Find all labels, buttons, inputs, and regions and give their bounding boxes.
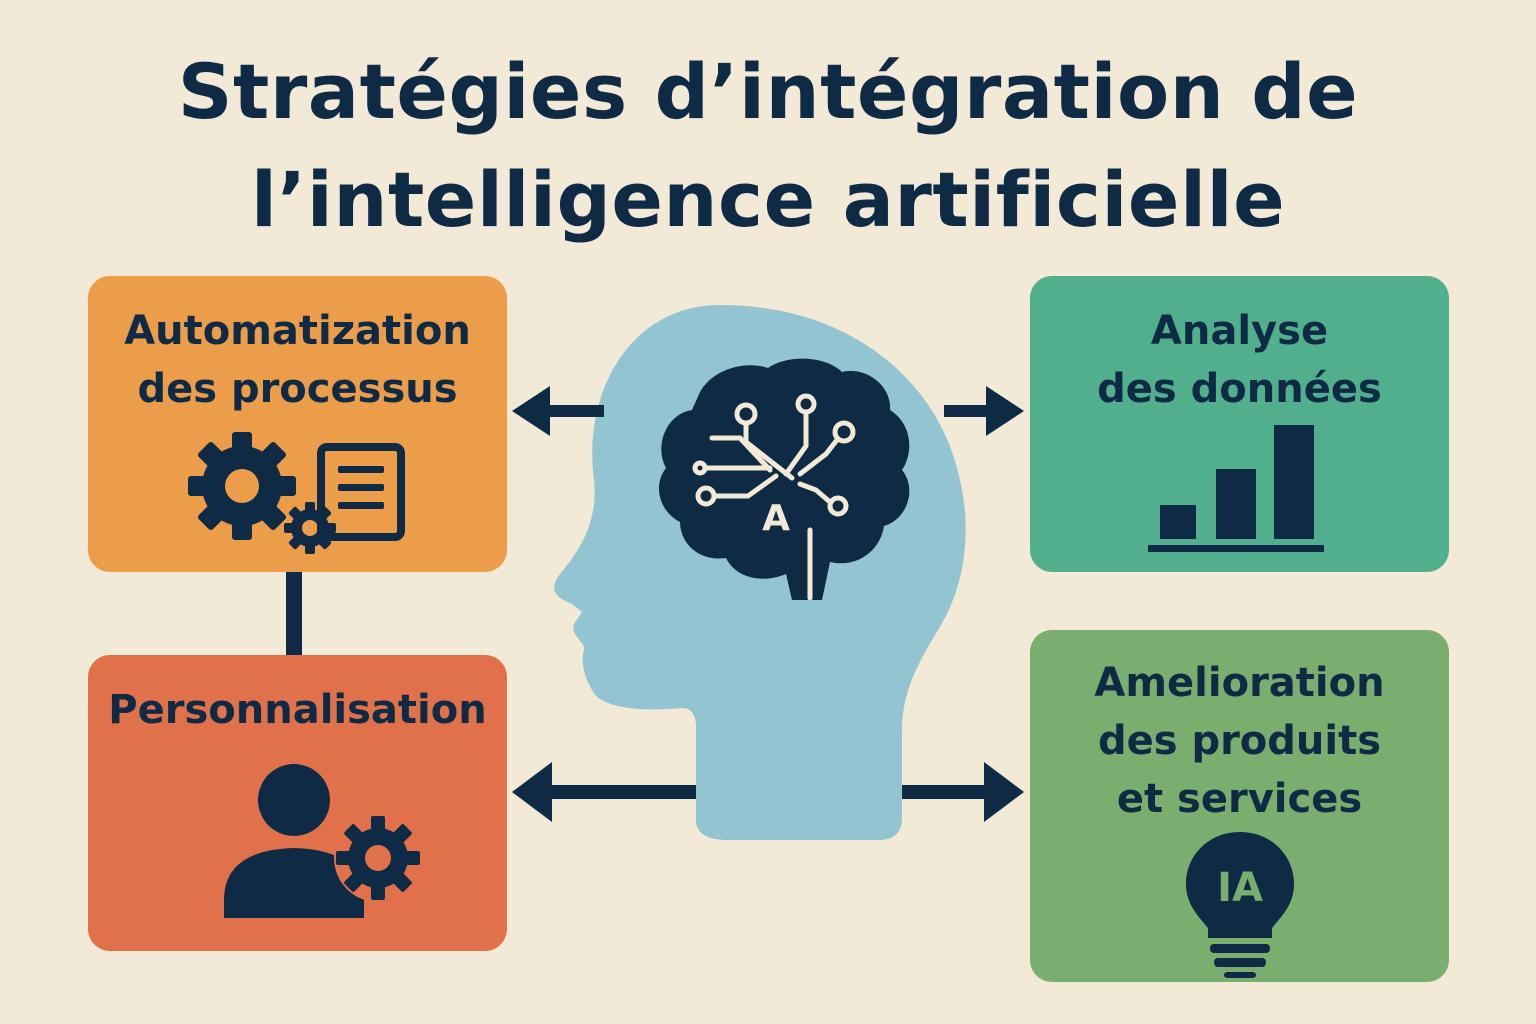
title-line-2: l’intelligence artificielle (250, 155, 1286, 244)
card-personalization: Personnalisation (88, 655, 507, 951)
user-gear-icon (224, 764, 422, 918)
document-icon (317, 443, 405, 541)
card-analysis-label: Analyse des données (1097, 308, 1382, 412)
card-improvement: Amelioration des produits et services IA (1030, 630, 1449, 982)
card-improvement-label: Amelioration des produits et services (1094, 660, 1385, 822)
bar-chart-icon (1148, 425, 1324, 552)
card-automation: Automatization des processus (88, 276, 507, 572)
page-title: Stratégies d’intégration de l’intelligen… (0, 38, 1536, 254)
lightbulb-icon: IA (1186, 832, 1294, 978)
card-automation-label: Automatization des processus (124, 308, 471, 412)
title-line-1: Stratégies d’intégration de (177, 47, 1359, 136)
bulb-text: IA (1217, 865, 1263, 911)
brain-letter: A (762, 498, 790, 539)
gears-icon (188, 432, 336, 554)
card-personalization-label: Personnalisation (108, 687, 487, 733)
brain-icon: A (658, 358, 910, 601)
card-analysis: Analyse des données (1030, 276, 1449, 572)
